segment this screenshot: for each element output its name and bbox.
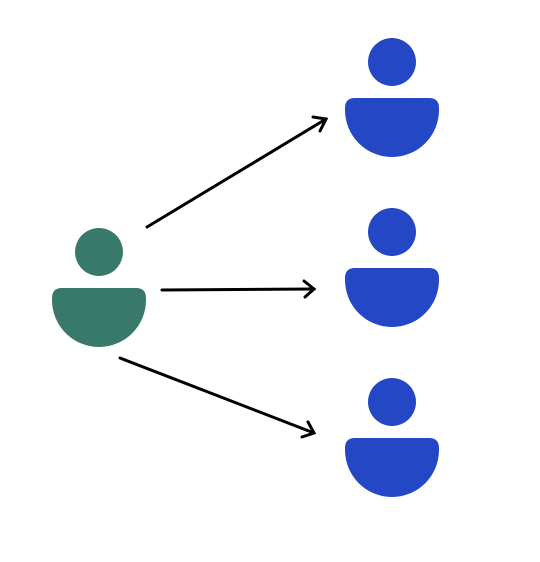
target-person-body xyxy=(345,98,439,157)
source-person-head xyxy=(75,228,123,276)
arrow xyxy=(145,115,329,229)
target-person-body xyxy=(345,438,439,497)
arrow xyxy=(160,279,317,299)
target-person-head xyxy=(368,208,416,256)
target-person-icon xyxy=(345,378,439,497)
arrow xyxy=(118,356,317,439)
target-person-head xyxy=(368,38,416,86)
source-person-body xyxy=(52,288,146,347)
source-person-icon xyxy=(52,228,146,347)
target-person-body xyxy=(345,268,439,327)
target-person-head xyxy=(368,378,416,426)
target-person-icon xyxy=(345,208,439,327)
target-person-icon xyxy=(345,38,439,157)
